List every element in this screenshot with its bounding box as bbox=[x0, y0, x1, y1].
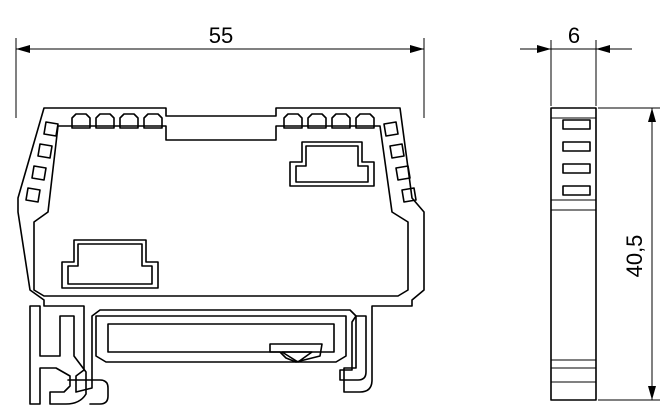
rail-latch bbox=[269, 343, 323, 363]
left-foot-hook bbox=[29, 305, 87, 405]
left-foot-spring bbox=[67, 379, 109, 405]
tooth bbox=[401, 187, 417, 203]
tooth bbox=[355, 113, 375, 129]
thickness-arrow-left bbox=[537, 45, 551, 53]
tooth bbox=[143, 113, 163, 129]
tooth bbox=[119, 113, 139, 129]
rail-channel-outer bbox=[95, 315, 347, 363]
side-view-slot bbox=[562, 141, 591, 152]
thickness-arrow-right bbox=[596, 45, 610, 53]
top-left-teeth bbox=[71, 113, 163, 129]
tooth bbox=[383, 121, 399, 137]
tooth bbox=[71, 113, 91, 129]
lower-terminal-pocket bbox=[61, 239, 159, 289]
height-arrow-bottom bbox=[648, 386, 656, 400]
tooth bbox=[331, 113, 351, 129]
right-foot-hook bbox=[339, 315, 367, 381]
upper-terminal-pocket-inner bbox=[295, 145, 369, 183]
side-view-slot bbox=[562, 163, 591, 174]
height-dimension-label: 40,5 bbox=[622, 235, 647, 278]
width-dimension-label: 55 bbox=[209, 23, 233, 48]
rail-channel-inner bbox=[107, 323, 335, 353]
left-side-teeth bbox=[25, 121, 59, 203]
tooth bbox=[307, 113, 327, 129]
width-dimension: 55 bbox=[15, 23, 425, 118]
side-view-slot bbox=[562, 185, 591, 196]
tooth bbox=[395, 165, 411, 181]
front-view bbox=[17, 107, 425, 405]
tooth bbox=[389, 143, 405, 159]
front-view-inner-frame bbox=[33, 125, 409, 297]
side-view-outline bbox=[550, 107, 597, 401]
width-arrow-right bbox=[410, 45, 424, 53]
tooth bbox=[31, 165, 47, 181]
tooth bbox=[283, 113, 303, 129]
top-right-teeth bbox=[283, 113, 375, 129]
tooth bbox=[37, 143, 53, 159]
side-view-slot bbox=[562, 119, 591, 130]
right-side-teeth bbox=[383, 121, 417, 203]
thickness-dimension: 6 bbox=[520, 23, 632, 106]
tooth bbox=[95, 113, 115, 129]
side-view bbox=[550, 107, 597, 401]
rail-latch-slot bbox=[281, 351, 313, 363]
tooth bbox=[43, 121, 59, 137]
height-arrow-top bbox=[648, 108, 656, 122]
width-arrow-left bbox=[16, 45, 30, 53]
tooth bbox=[25, 187, 41, 203]
upper-terminal-pocket bbox=[289, 141, 375, 187]
thickness-dimension-label: 6 bbox=[568, 23, 580, 48]
lower-terminal-pocket-inner bbox=[67, 243, 153, 285]
height-dimension: 40,5 bbox=[598, 107, 660, 401]
front-view-outline bbox=[17, 107, 425, 393]
